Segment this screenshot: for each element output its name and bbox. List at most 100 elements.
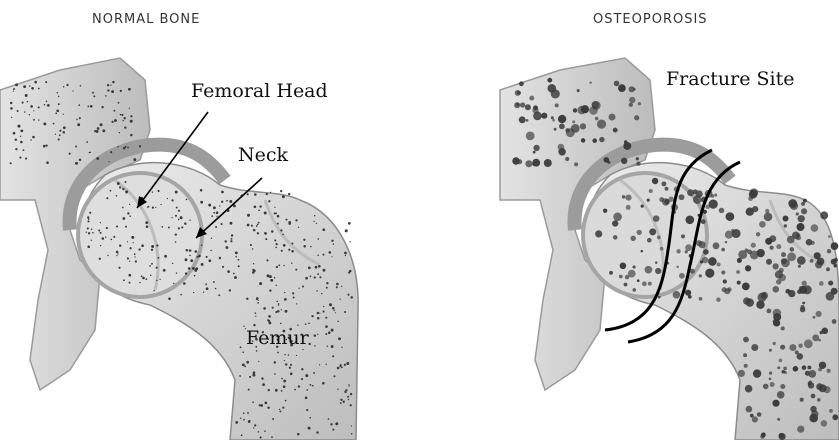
trabecular-dot [20, 130, 23, 133]
porous-hole [784, 371, 787, 374]
trabecular-dot [122, 120, 123, 121]
porous-hole [702, 257, 708, 263]
trabecular-dot [334, 310, 335, 311]
trabecular-dot [56, 109, 59, 112]
porous-hole [629, 86, 635, 92]
trabecular-dot [350, 296, 353, 299]
trabecular-dot [242, 364, 245, 367]
trabecular-dot [281, 309, 282, 310]
trabecular-dot [284, 292, 285, 293]
trabecular-dot [129, 215, 131, 217]
trabecular-dot [91, 228, 93, 230]
trabecular-dot [295, 219, 297, 221]
trabecular-dot [274, 239, 276, 241]
porous-hole [828, 235, 831, 238]
trabecular-dot [29, 85, 31, 87]
trabecular-dot [259, 205, 261, 207]
trabecular-dot [271, 436, 273, 438]
porous-hole [589, 81, 591, 83]
trabecular-dot [275, 247, 277, 249]
trabecular-dot [282, 407, 284, 409]
trabecular-dot [218, 294, 220, 296]
porous-hole [746, 298, 754, 306]
trabecular-dot [116, 195, 118, 197]
trabecular-dot [221, 201, 223, 203]
trabecular-dot [256, 297, 259, 300]
porous-hole [655, 262, 657, 264]
trabecular-dot [335, 312, 336, 313]
trabecular-dot [197, 256, 199, 258]
porous-hole [819, 384, 827, 392]
porous-hole [554, 128, 557, 131]
porous-hole [699, 297, 703, 301]
trabecular-dot [349, 241, 350, 242]
porous-hole [757, 412, 762, 417]
porous-hole [761, 292, 768, 299]
trabecular-dot [345, 229, 348, 232]
trabecular-dot [266, 259, 268, 261]
trabecular-dot [17, 110, 19, 112]
trabecular-dot [193, 292, 194, 293]
trabecular-dot [185, 258, 188, 261]
trabecular-dot [208, 259, 211, 262]
trabecular-dot [322, 254, 324, 256]
trabecular-dot [142, 277, 145, 280]
trabecular-dot [116, 251, 119, 254]
trabecular-dot [229, 289, 231, 291]
trabecular-dot [33, 119, 35, 121]
trabecular-dot [315, 266, 318, 269]
porous-hole [745, 248, 749, 252]
normal-femoral-head-shape [78, 173, 202, 297]
trabecular-dot [219, 205, 220, 206]
porous-hole [834, 264, 837, 267]
trabecular-dot [311, 315, 313, 317]
porous-hole [624, 283, 628, 287]
trabecular-dot [288, 354, 290, 356]
trabecular-dot [281, 390, 283, 392]
trabecular-dot [322, 228, 325, 231]
porous-hole [828, 281, 833, 286]
porous-hole [552, 119, 555, 122]
trabecular-dot [22, 102, 24, 104]
trabecular-dot [133, 158, 136, 161]
porous-hole [752, 416, 758, 422]
trabecular-dot [190, 259, 193, 262]
porous-hole [661, 181, 666, 186]
porous-hole [793, 366, 799, 372]
porous-hole [709, 200, 718, 209]
trabecular-dot [211, 238, 212, 239]
trabecular-dot [15, 138, 17, 140]
porous-hole [676, 266, 678, 268]
porous-hole [604, 157, 610, 163]
trabecular-dot [106, 197, 108, 199]
trabecular-dot [317, 254, 319, 256]
trabecular-dot [258, 431, 260, 433]
porous-hole [592, 138, 597, 143]
trabecular-dot [253, 371, 256, 374]
trabecular-dot [330, 423, 332, 425]
trabecular-dot [291, 250, 294, 253]
porous-hole [790, 247, 795, 252]
trabecular-dot [134, 256, 135, 257]
porous-hole [641, 204, 644, 207]
porous-hole [645, 266, 653, 274]
trabecular-dot [155, 207, 156, 208]
porous-hole [629, 103, 633, 107]
porous-hole [800, 307, 806, 313]
trabecular-dot [58, 138, 60, 140]
porous-hole [832, 319, 837, 324]
porous-hole [756, 232, 760, 236]
porous-hole [763, 384, 769, 390]
porous-hole [826, 369, 830, 373]
trabecular-dot [141, 276, 143, 278]
porous-hole [609, 271, 613, 275]
trabecular-dot [13, 88, 15, 90]
porous-hole [803, 285, 812, 294]
porous-hole [783, 367, 787, 371]
trabecular-dot [274, 277, 276, 279]
trabecular-dot [186, 249, 189, 252]
trabecular-dot [116, 225, 118, 227]
porous-hole [759, 221, 766, 228]
trabecular-dot [124, 126, 126, 128]
trabecular-dot [322, 382, 325, 385]
